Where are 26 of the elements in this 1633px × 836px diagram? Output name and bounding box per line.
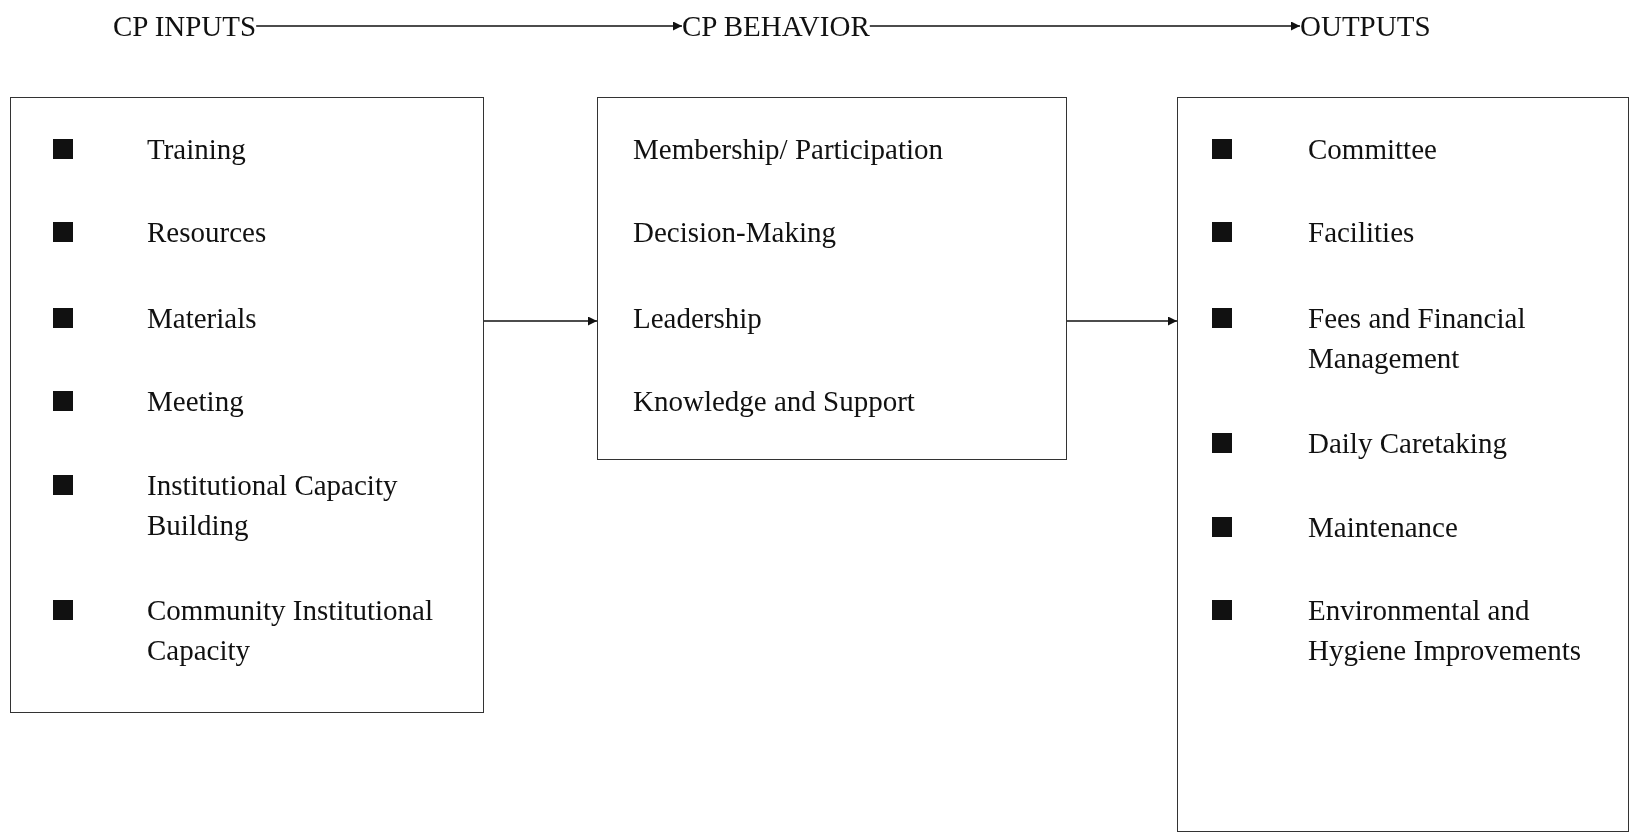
list-item: Knowledge and Support: [633, 384, 916, 419]
list-item: Maintenance: [1308, 510, 1459, 545]
list-item: Daily Caretaking: [1308, 426, 1508, 461]
column-heading: CP BEHAVIOR: [682, 8, 870, 44]
list-item: Institutional Capacity Building: [147, 468, 399, 543]
arrow: [869, 21, 1301, 31]
list-item: Committee: [1308, 132, 1438, 167]
list-item: Environmental and Hygiene Improvements: [1308, 593, 1582, 668]
list-item: Membership/ Participation: [633, 132, 945, 167]
list-item: Training: [147, 132, 247, 167]
arrow: [483, 316, 598, 326]
list-item: Leadership: [633, 301, 763, 336]
list-item: Meeting: [147, 384, 245, 419]
column-heading: CP INPUTS: [113, 8, 257, 44]
list-item: Decision-Making: [633, 215, 837, 250]
list-item: Community Institutional Capacity: [147, 593, 434, 668]
list-box: [10, 97, 484, 713]
list-item: Fees and Financial Management: [1308, 301, 1527, 376]
list-item: Facilities: [1308, 215, 1416, 250]
list-box: [1177, 97, 1629, 832]
list-item: Materials: [147, 301, 258, 336]
arrow: [255, 21, 683, 31]
list-item: Resources: [147, 215, 268, 250]
list-box: [597, 97, 1067, 460]
arrow: [1066, 316, 1178, 326]
column-heading: OUTPUTS: [1300, 8, 1431, 44]
